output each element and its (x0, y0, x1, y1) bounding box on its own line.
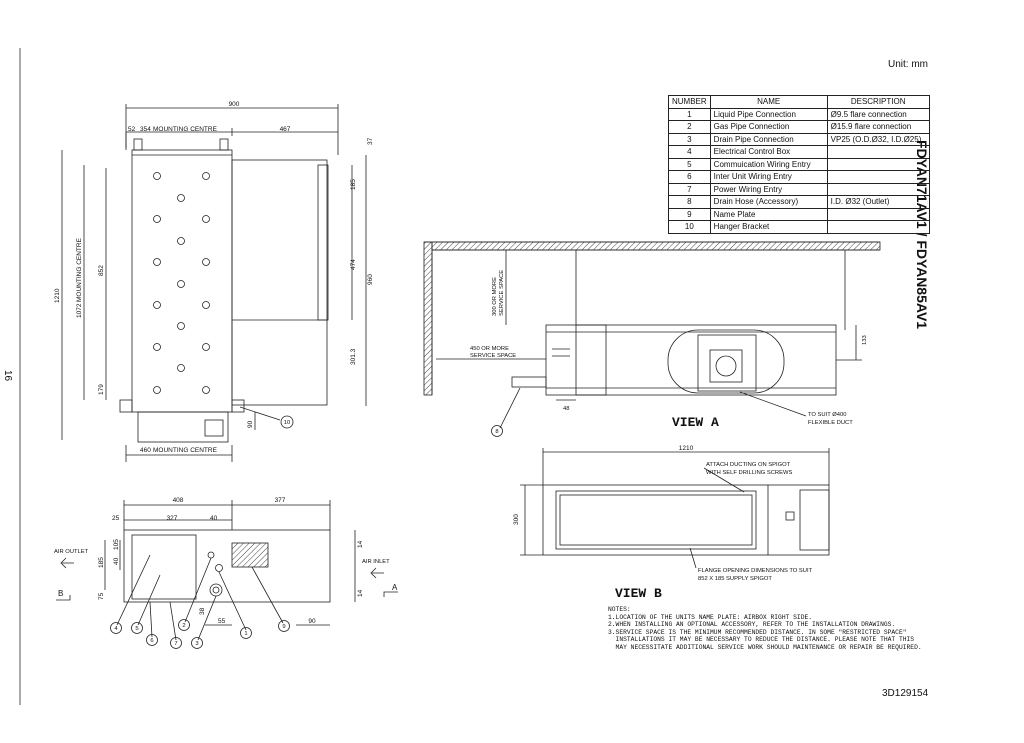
dim-377: 377 (275, 497, 286, 504)
document-number: 3D129154 (882, 688, 929, 699)
dim-408: 408 (173, 497, 184, 504)
note-line-4: INSTALLATIONS IT MAY BE NECESSARY TO RED… (608, 636, 915, 644)
dim-1072: 1072 (76, 303, 83, 318)
mounting-centre-bottom: MOUNTING CENTRE (153, 447, 218, 454)
air-outlet-label: AIR OUTLET (54, 549, 89, 555)
callout-4: 4 (114, 626, 118, 632)
mounting-centre-top: MOUNTING CENTRE (153, 126, 218, 133)
service-300-line1: 300 OR MORE (492, 277, 498, 316)
spigot-note-line1: ATTACH DUCTING ON SPIGOT (706, 462, 791, 468)
callout-1: 1 (244, 631, 247, 637)
dim-460: 460 (140, 447, 151, 454)
view-b-title: VIEW B (615, 586, 662, 601)
dim-38: 38 (199, 607, 206, 615)
front-view (56, 500, 398, 649)
dim-301: 301.3 (350, 348, 357, 365)
flange-note-line2: 852 X 185 SUPPLY SPIGOT (698, 576, 772, 582)
dim-185-front: 185 (98, 557, 105, 568)
unit-label: Unit: mm (888, 59, 928, 70)
dim-14b: 14 (357, 589, 364, 597)
callout-2: 2 (182, 623, 185, 629)
dim-133: 133 (862, 335, 868, 345)
service-450-line1: 450 OR MORE (470, 346, 509, 352)
callout-7: 7 (174, 641, 177, 647)
dim-900: 900 (229, 101, 240, 108)
parts-cell-description (826, 220, 930, 234)
callout-8: 8 (495, 429, 498, 435)
dim-14a: 14 (357, 540, 364, 548)
callout-5: 5 (135, 626, 138, 632)
service-300-line2: SERVICE SPACE (499, 270, 505, 316)
callout-3: 3 (195, 641, 198, 647)
dim-55: 55 (218, 618, 226, 625)
dim-75: 75 (98, 592, 105, 600)
parts-table-header: NUMBER NAME DESCRIPTION (668, 95, 930, 109)
dim-467: 467 (280, 126, 291, 133)
note-line-1: 1.LOCATION OF THE UNITS NAME PLATE: AIRB… (608, 613, 813, 621)
note-line-2: 2.WHEN INSTALLING AN OPTIONAL ACCESSORY,… (608, 621, 896, 629)
dim-354: 354 (140, 126, 151, 133)
dim-327: 327 (167, 515, 178, 522)
dim-1210-view-b: 1210 (679, 445, 694, 452)
dim-40b: 40 (113, 557, 120, 565)
callout-9: 9 (282, 624, 285, 630)
duct-note-line1: TO SUIT Ø400 (808, 412, 846, 418)
view-a-marker: A (392, 583, 398, 592)
dim-90-front: 90 (308, 618, 316, 625)
duct-note-line2: FLEXIBLE DUCT (808, 420, 853, 426)
dim-960: 960 (367, 274, 374, 285)
dim-52: 52 (128, 126, 136, 133)
dim-105: 105 (113, 539, 120, 550)
note-line-5: MAY NECESSITATE ADDITIONAL SERVICE WORK … (608, 643, 922, 651)
callout-6: 6 (150, 638, 153, 644)
mounting-centre-left: MOUNTING CENTRE (76, 237, 83, 302)
note-line-3: 3.SERVICE SPACE IS THE MINIMUM RECOMMEND… (608, 628, 907, 636)
spigot-note-line2: WITH SELF DRILLING SCREWS (706, 470, 792, 476)
parts-cell-number: 10 (668, 220, 711, 234)
notes-block: NOTES: 1.LOCATION OF THE UNITS NAME PLAT… (608, 606, 922, 652)
dim-474: 474 (350, 259, 357, 270)
view-b-marker: B (58, 589, 63, 598)
view-a (423, 241, 881, 437)
dim-48: 48 (563, 406, 569, 412)
dim-40: 40 (210, 515, 218, 522)
dim-90-top: 90 (247, 420, 254, 428)
dim-37: 37 (367, 137, 374, 145)
flange-note-line1: FLANGE OPENING DIMENSIONS TO SUIT (698, 568, 813, 574)
dim-852: 852 (98, 265, 105, 276)
dim-1210: 1210 (54, 288, 61, 303)
air-inlet-label: AIR INLET (362, 559, 390, 565)
dim-300: 300 (513, 514, 520, 525)
top-view (61, 104, 367, 462)
callout-10: 10 (284, 420, 290, 426)
dim-185: 185 (350, 179, 357, 190)
service-450-line2: SERVICE SPACE (470, 353, 516, 359)
view-b (520, 448, 830, 569)
top-view-holes (153, 172, 210, 394)
dim-179: 179 (98, 384, 105, 395)
dim-25: 25 (112, 515, 120, 522)
notes-heading: NOTES: (608, 606, 631, 613)
view-a-title: VIEW A (672, 415, 719, 430)
